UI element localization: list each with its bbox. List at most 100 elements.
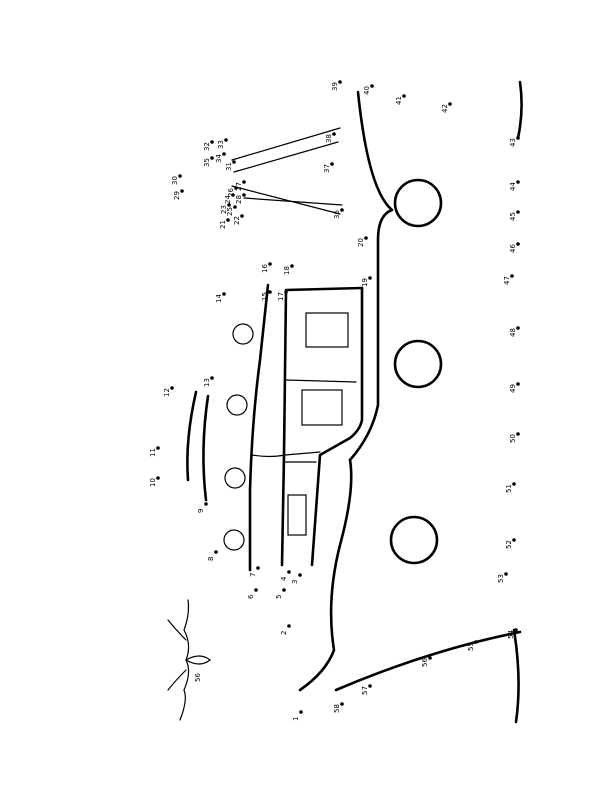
dot-7 bbox=[256, 566, 260, 570]
dot-label-35: 35 bbox=[203, 158, 211, 167]
dot-1 bbox=[299, 710, 303, 714]
dot-33 bbox=[224, 138, 228, 142]
dot-24 bbox=[231, 193, 235, 197]
dot-label-37: 37 bbox=[323, 164, 331, 173]
dot-45 bbox=[516, 210, 520, 214]
dot-label-58: 58 bbox=[333, 704, 341, 713]
dot-40 bbox=[370, 84, 374, 88]
dot-10 bbox=[156, 476, 160, 480]
dot-9 bbox=[204, 502, 208, 506]
dot-44 bbox=[516, 180, 520, 184]
dot-22 bbox=[240, 214, 244, 218]
dot-5 bbox=[282, 588, 286, 592]
porthole-1 bbox=[232, 323, 254, 345]
dot-16 bbox=[268, 262, 272, 266]
dot-label-16: 16 bbox=[261, 264, 269, 273]
dot-34 bbox=[222, 152, 226, 156]
dot-label-29: 29 bbox=[173, 191, 181, 200]
dot-32 bbox=[210, 140, 214, 144]
dot-label-41: 41 bbox=[395, 96, 403, 105]
dot-label-26: 26 bbox=[227, 188, 235, 197]
antenna-line-3 bbox=[231, 185, 341, 215]
arc-far-left bbox=[186, 390, 198, 482]
pillar-1 bbox=[285, 379, 357, 383]
dot-label-17: 17 bbox=[277, 292, 285, 301]
dot-49 bbox=[516, 382, 520, 386]
dot-54 bbox=[514, 628, 518, 632]
dot-label-43: 43 bbox=[509, 138, 517, 147]
dot-57 bbox=[368, 684, 372, 688]
dot-36 bbox=[340, 208, 344, 212]
porthole-4 bbox=[223, 529, 245, 551]
window-3 bbox=[287, 494, 307, 536]
dot-37 bbox=[330, 162, 334, 166]
dot-label-24: 24 bbox=[224, 195, 232, 204]
dot-28 bbox=[242, 193, 246, 197]
wheel-rear bbox=[389, 515, 439, 565]
dot-13 bbox=[210, 376, 214, 380]
dot-label-53: 53 bbox=[497, 574, 505, 583]
wheel-front bbox=[393, 178, 443, 228]
dot-18 bbox=[290, 264, 294, 268]
dot-label-39: 39 bbox=[331, 82, 339, 91]
dot-label-56: 56 bbox=[421, 658, 429, 667]
dot-label-21: 21 bbox=[219, 220, 227, 229]
dot-label-54: 54 bbox=[507, 630, 515, 639]
dot-label-30: 30 bbox=[171, 176, 179, 185]
window-band-bottom bbox=[310, 286, 364, 567]
dot-43 bbox=[516, 136, 520, 140]
dot-4 bbox=[287, 570, 291, 574]
roof-line bbox=[248, 283, 270, 572]
dot-label-32: 32 bbox=[203, 142, 211, 151]
dot-label-6: 6 bbox=[247, 594, 255, 599]
dot-label-52: 52 bbox=[505, 540, 513, 549]
antenna-line-4 bbox=[243, 197, 343, 206]
dot-21 bbox=[226, 218, 230, 222]
dot-label-42: 42 bbox=[441, 104, 449, 113]
dot-29 bbox=[180, 189, 184, 193]
dot-label-12: 12 bbox=[163, 388, 171, 397]
dot-label-15: 15 bbox=[261, 292, 269, 301]
dot-30 bbox=[178, 174, 182, 178]
base-curve bbox=[334, 630, 522, 692]
dot-42 bbox=[448, 102, 452, 106]
dot-17 bbox=[284, 290, 288, 294]
dot-11 bbox=[156, 446, 160, 450]
dot-14 bbox=[222, 292, 226, 296]
cabin-front-line bbox=[251, 451, 321, 458]
dot-58 bbox=[340, 702, 344, 706]
dot-label-51: 51 bbox=[505, 484, 513, 493]
dot-label-4: 4 bbox=[280, 576, 288, 581]
dot-label-38: 38 bbox=[325, 134, 333, 143]
dot-38 bbox=[332, 132, 336, 136]
dot-label-45: 45 bbox=[509, 212, 517, 221]
window-1 bbox=[305, 312, 349, 348]
dot-8 bbox=[214, 550, 218, 554]
dot-label-3: 3 bbox=[291, 580, 299, 584]
dot-35 bbox=[210, 156, 214, 160]
dot-48 bbox=[516, 326, 520, 330]
dot-label-44: 44 bbox=[509, 182, 517, 191]
dot-label-7: 7 bbox=[249, 573, 257, 577]
porthole-3 bbox=[224, 467, 246, 489]
ground-curve bbox=[298, 458, 353, 692]
right-edge-curve bbox=[512, 628, 520, 724]
bird-label: 56 bbox=[194, 673, 202, 682]
dot-label-8: 8 bbox=[207, 557, 215, 561]
dot-56 bbox=[428, 656, 432, 660]
dot-label-48: 48 bbox=[509, 328, 517, 337]
dot-25 bbox=[233, 205, 237, 209]
dot-label-33: 33 bbox=[217, 140, 225, 149]
dot-26 bbox=[234, 186, 238, 190]
dot-label-13: 13 bbox=[203, 378, 211, 387]
vehicle-body-outline bbox=[348, 90, 394, 462]
dot-label-46: 46 bbox=[509, 244, 517, 253]
dot-label-25: 25 bbox=[226, 207, 234, 216]
bird-drawing: 56 bbox=[167, 599, 211, 721]
dot-label-57: 57 bbox=[361, 686, 369, 695]
dot-12 bbox=[170, 386, 174, 390]
dot-31 bbox=[232, 160, 236, 164]
porthole-2 bbox=[226, 394, 248, 416]
dot-label-5: 5 bbox=[275, 595, 283, 599]
